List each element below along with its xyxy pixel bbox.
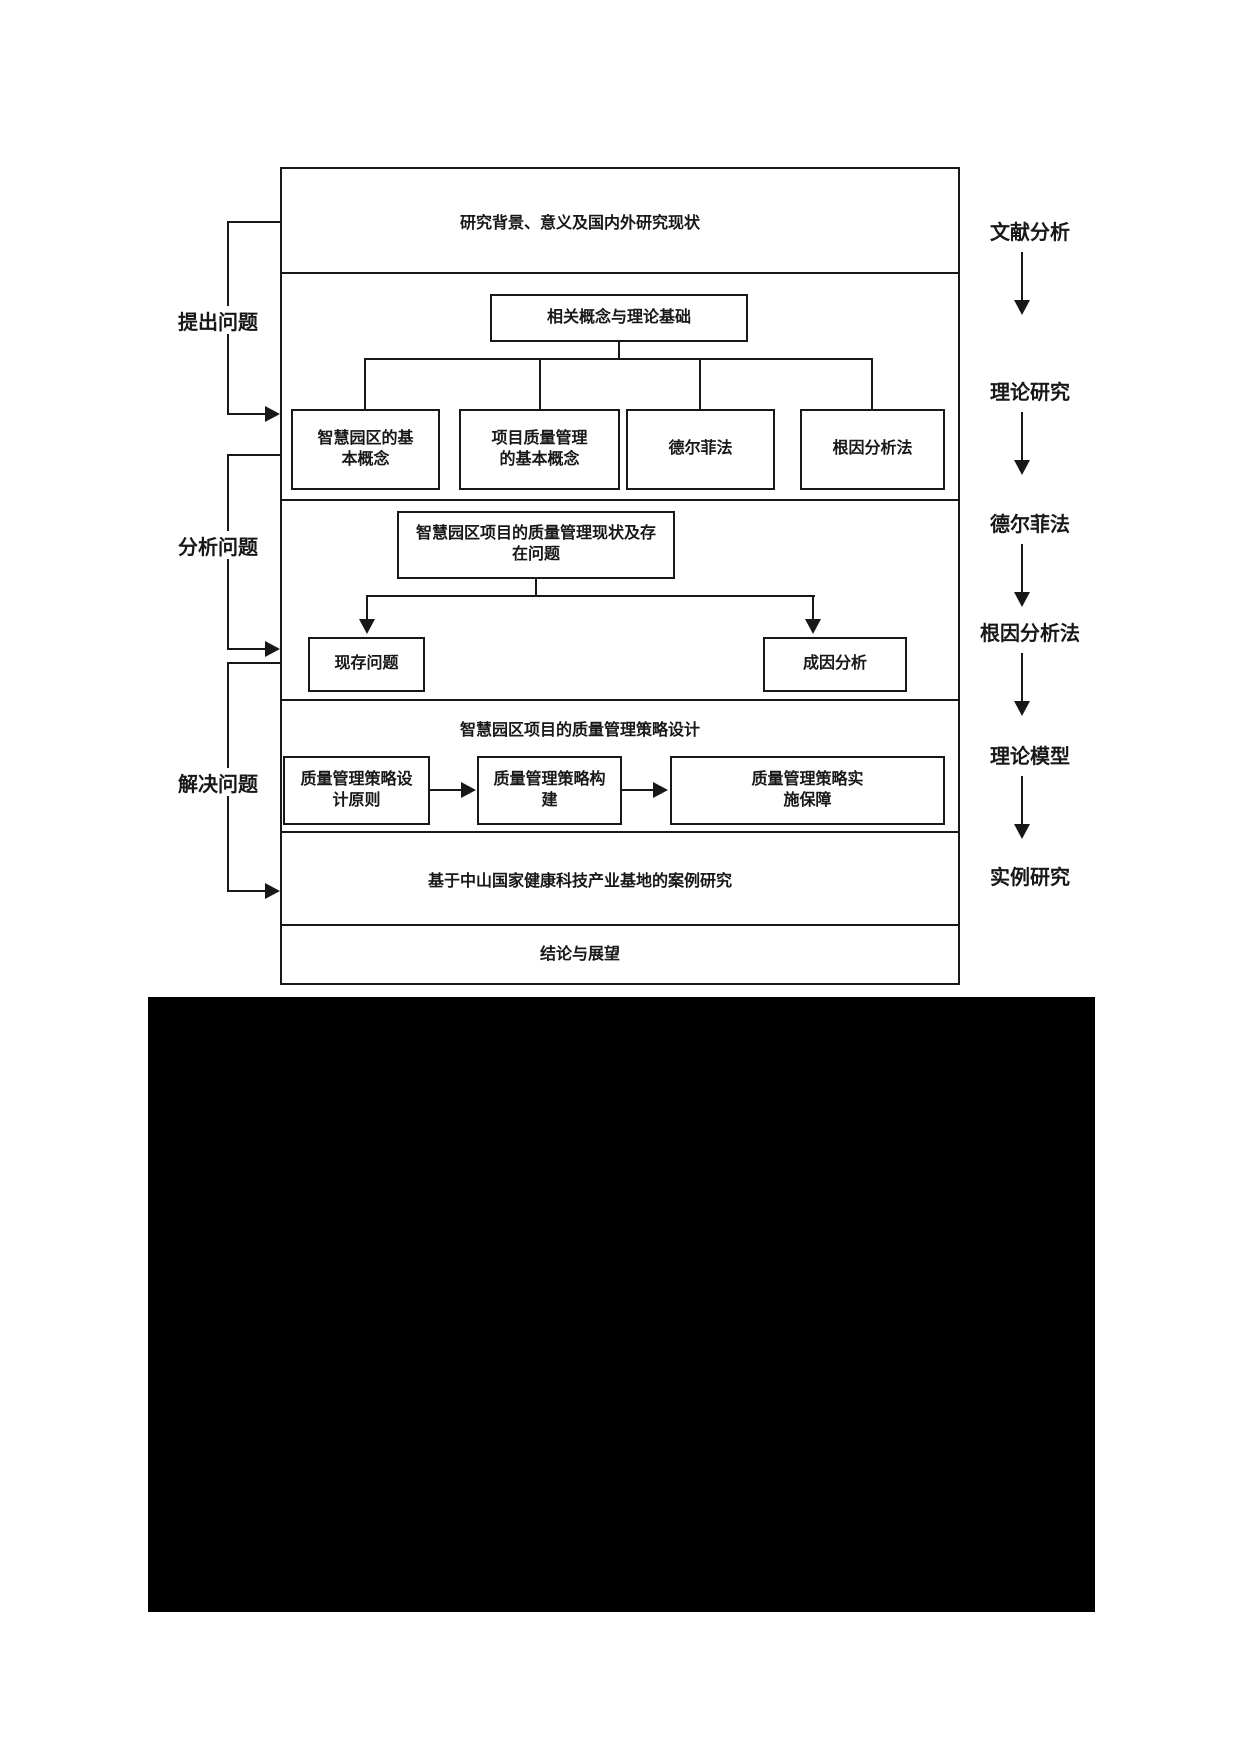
flow-box-strategy-3: 质量管理策略实施保障 <box>670 756 945 825</box>
flow-box-theory-parent: 相关概念与理论基础 <box>490 294 748 342</box>
right-arrow-stem-3 <box>1021 544 1023 594</box>
case-title: 基于中山国家健康科技产业基地的案例研究 <box>427 873 732 890</box>
conclusion-title: 结论与展望 <box>539 946 620 963</box>
row-divider-1 <box>280 272 960 274</box>
right-step-literature-analysis: 文献分析 <box>960 216 1100 244</box>
blacked-out-image <box>148 997 1095 1612</box>
arrow-strategy-1-2 <box>430 789 463 791</box>
right-arrow-stem-4 <box>1021 653 1023 703</box>
down-arrowhead-icon <box>1014 701 1030 716</box>
flow-box-cause-analysis: 成因分析 <box>763 637 907 692</box>
left-label-solve-questions: 解决问题 <box>170 768 266 796</box>
right-arrowhead-icon <box>265 641 280 657</box>
right-arrow-stem-5 <box>1021 776 1023 826</box>
connector-bus-theory <box>364 358 873 360</box>
flow-box-theory-child-3: 德尔菲法 <box>626 409 775 490</box>
down-arrowhead-icon <box>805 619 821 634</box>
flow-box-theory-child-2: 项目质量管理的基本概念 <box>459 409 620 490</box>
right-arrow-stem-2 <box>1021 412 1023 462</box>
row-divider-4 <box>280 831 960 833</box>
arrow-strategy-2-3 <box>622 789 655 791</box>
bracket3-top-line <box>227 662 280 664</box>
right-step-root-cause-analysis: 根因分析法 <box>960 617 1100 645</box>
left-label-raise-questions: 提出问题 <box>170 306 266 334</box>
right-arrowhead-icon <box>461 782 476 798</box>
right-step-theory-research: 理论研究 <box>960 376 1100 404</box>
bracket1-top-line <box>227 221 280 223</box>
connector-stub-theory <box>618 342 620 358</box>
flow-box-strategy-1: 质量管理策略设计原则 <box>283 756 430 825</box>
bracket2-top-line <box>227 454 280 456</box>
row-divider-2 <box>280 499 960 501</box>
flow-box-status: 智慧园区项目的质量管理现状及存在问题 <box>397 511 675 579</box>
down-arrowhead-icon <box>1014 824 1030 839</box>
connector-drop-1 <box>364 358 366 409</box>
flow-box-existing-problems: 现存问题 <box>308 637 425 692</box>
left-label-analyze-questions: 分析问题 <box>170 531 266 559</box>
row1-title: 研究背景、意义及国内外研究现状 <box>459 215 700 232</box>
connector-drop-4 <box>871 358 873 409</box>
right-step-delphi-method: 德尔菲法 <box>960 508 1100 536</box>
flow-box-strategy-2: 质量管理策略构建 <box>477 756 622 825</box>
right-arrowhead-icon <box>265 883 280 899</box>
connector-drop-problem-right <box>812 595 814 621</box>
bracket3-arrow-line <box>227 890 267 892</box>
right-arrowhead-icon <box>265 406 280 422</box>
connector-stub-status <box>535 579 537 595</box>
connector-drop-problem-left <box>366 595 368 621</box>
down-arrowhead-icon <box>1014 300 1030 315</box>
strategy-title: 智慧园区项目的质量管理策略设计 <box>459 722 700 739</box>
right-step-case-study: 实例研究 <box>960 861 1100 889</box>
down-arrowhead-icon <box>1014 460 1030 475</box>
row-divider-3 <box>280 699 960 701</box>
flow-box-theory-child-1: 智慧园区的基本概念 <box>291 409 440 490</box>
connector-drop-3 <box>699 358 701 409</box>
down-arrowhead-icon <box>1014 592 1030 607</box>
connector-drop-2 <box>539 358 541 409</box>
flow-outer-frame <box>280 167 960 985</box>
bracket1-arrow-line <box>227 413 267 415</box>
down-arrowhead-icon <box>359 619 375 634</box>
right-step-theory-model: 理论模型 <box>960 740 1100 768</box>
bracket2-arrow-line <box>227 648 267 650</box>
right-arrowhead-icon <box>653 782 668 798</box>
flow-box-theory-child-4: 根因分析法 <box>800 409 945 490</box>
row-divider-5 <box>280 924 960 926</box>
right-arrow-stem-1 <box>1021 252 1023 302</box>
connector-bus-status <box>367 595 815 597</box>
